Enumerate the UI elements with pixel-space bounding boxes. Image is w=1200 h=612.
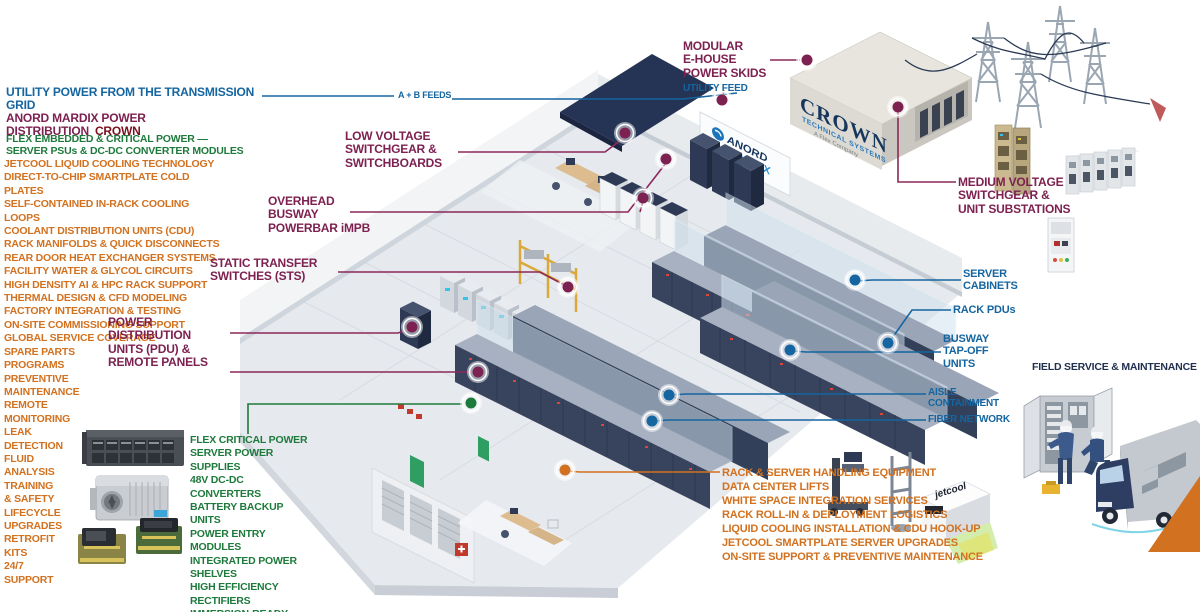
label-mv-switchgear[interactable]: MEDIUM VOLTAGE SWITCHGEAR & UNIT SUBSTAT…: [958, 175, 1071, 216]
hotspot-dot-deployment[interactable]: [554, 459, 576, 481]
dcdc-module-image-1: [78, 528, 126, 564]
paragraph-critical-power: FLEX CRITICAL POWER SERVER POWER SUPPLIE…: [190, 434, 308, 612]
hotspot-dot-pdu[interactable]: [401, 316, 423, 338]
hotspots: [401, 49, 909, 481]
label-server-cabinets[interactable]: SERVER CABINETS: [963, 268, 1018, 293]
loading-dock: [371, 436, 572, 584]
hardware-images: [78, 430, 184, 564]
hotspot-dot-sts[interactable]: [557, 276, 579, 298]
hotspot-dot-crown-left[interactable]: [796, 49, 818, 71]
server-chassis-image: [82, 430, 184, 466]
hotspot-dot-critical-power[interactable]: [460, 392, 482, 414]
label-busway-tapoff[interactable]: BUSWAY TAP-OFF UNITS: [943, 333, 990, 370]
label-embedded-power[interactable]: FLEX EMBEDDED & CRITICAL POWER — SERVER …: [6, 133, 244, 157]
hotspot-dot-busway[interactable]: [655, 148, 677, 170]
hotspot-dot-switchboard[interactable]: [632, 187, 654, 209]
hotspot-dot-server-cabinets[interactable]: [844, 269, 866, 291]
label-crown-tag: CROWN: [94, 124, 141, 139]
label-modular-skids[interactable]: MODULAR E-HOUSE POWER SKIDS: [683, 39, 767, 80]
corner-accent: [1148, 476, 1200, 552]
label-ab-feeds[interactable]: A + B FEEDS: [398, 90, 452, 100]
hotspot-dot-containment[interactable]: [658, 384, 680, 406]
hotspot-dot-tapoff[interactable]: [779, 339, 801, 361]
hotspot-dot-fiber[interactable]: [641, 410, 663, 432]
label-static-transfer[interactable]: STATIC TRANSFER SWITCHES (STS): [210, 256, 318, 284]
relay-panels: [994, 124, 1031, 195]
label-aisle-containment[interactable]: AISLE CONTAINMENT: [928, 387, 999, 410]
rack-lift: [828, 452, 868, 516]
label-overhead-busway[interactable]: OVERHEAD BUSWAY POWERBAR iMPB: [268, 194, 371, 235]
label-field-service[interactable]: FIELD SERVICE & MAINTENANCE: [1032, 361, 1197, 373]
label-utility-feed[interactable]: UTILITY FEED: [683, 83, 748, 94]
rack-pod-east: [700, 274, 999, 465]
label-lv-switchgear[interactable]: LOW VOLTAGE SWITCHGEAR & SWITCHBOARDS: [345, 129, 442, 170]
exit-door-2: [478, 436, 489, 462]
field-service-scene: [1023, 387, 1200, 552]
hotspot-dot-skids[interactable]: [711, 89, 733, 111]
hotspot-dot-rack-pdus[interactable]: [877, 332, 899, 354]
label-power-distribution-text: ANORD MARDIX POWER DISTRIBUTION: [6, 111, 146, 139]
building-walls: ANORD MARDIX: [240, 54, 962, 344]
hotspot-dot-crown-right[interactable]: [887, 96, 909, 118]
switchgear-lineup: [1065, 147, 1140, 195]
mast-lift: [890, 452, 912, 532]
hotspot-dot-lv-switchgear[interactable]: [614, 122, 636, 144]
label-rack-pdus[interactable]: RACK PDUs: [953, 304, 1016, 316]
service-truck: [1091, 420, 1200, 534]
accent-wall: [560, 54, 714, 146]
psu-module-image: [90, 475, 169, 521]
mv-breaker-cabinet: [1047, 217, 1075, 273]
rack-pod-center: [455, 299, 790, 509]
paragraph-deployment-services: RACK & SERVER HANDLING EQUIPMENT DATA CE…: [722, 467, 983, 563]
technician-1: [1048, 420, 1074, 484]
label-pdu-rpp[interactable]: POWER DISTRIBUTION UNITS (PDU) & REMOTE …: [108, 315, 208, 370]
label-fiber-network[interactable]: FIBER NETWORK: [928, 414, 1010, 425]
power-feed-marker: [1150, 98, 1166, 122]
paragraph-cooling-services: JETCOOL LIQUID COOLING TECHNOLOGY DIRECT…: [4, 158, 220, 586]
label-utility-grid[interactable]: UTILITY POWER FROM THE TRANSMISSION GRID: [6, 85, 255, 113]
technician-2: [1081, 426, 1112, 475]
hotspot-dot-rpp[interactable]: [467, 361, 489, 383]
toolbox: [1042, 484, 1060, 494]
exit-door: [410, 455, 424, 488]
dcdc-module-image-2: [136, 518, 182, 554]
crown-power-module: CROWN TECHNICAL SYSTEMS A Flex Company: [789, 31, 973, 170]
transmission-towers: [904, 5, 1166, 129]
